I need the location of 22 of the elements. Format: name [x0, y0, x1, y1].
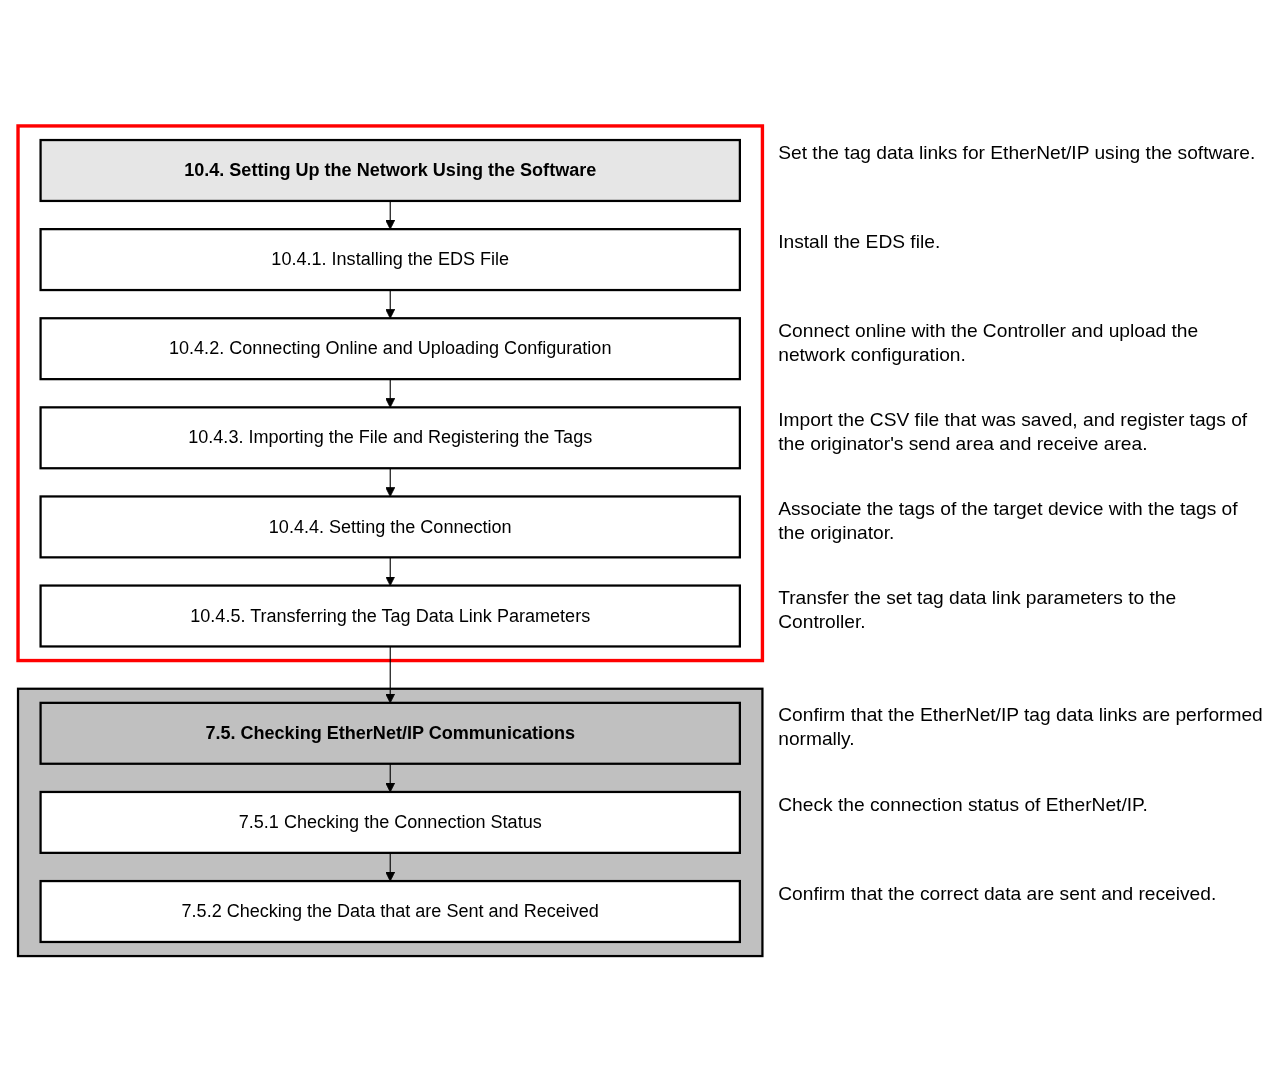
node-box: [39, 138, 741, 202]
node-box: [39, 701, 741, 765]
step-description: Transfer the set tag data link parameters to the Controller.: [778, 585, 1178, 633]
step-description: Confirm that the correct data are sent and received.: [778, 880, 1218, 905]
arrow: [385, 556, 396, 586]
arrow: [385, 645, 396, 703]
step-description: Connect online with the Controller and upload the network configuration.: [778, 317, 1200, 366]
step-description: Import the CSV file that was saved, and register tags of the originator's send area and receive area.: [778, 406, 1249, 455]
step-description: Confirm that the EtherNet/IP tag data links are performed normally.: [778, 702, 1264, 751]
cluster: [16, 123, 765, 662]
node-box: [39, 790, 741, 854]
node-box: [39, 583, 741, 648]
step-description: Check the connection status of EtherNet/IP.: [778, 791, 1149, 816]
node-box: [39, 405, 741, 469]
step-description: Associate the tags of the target device with the tags of the originator.: [778, 496, 1239, 544]
node-box: [39, 316, 741, 380]
step-description: Set the tag data links for EtherNet/IP using the software.: [778, 139, 1257, 164]
cluster: [16, 687, 764, 957]
node-box: [39, 494, 741, 558]
step-description: Install the EDS file.: [778, 228, 942, 253]
node-box: [39, 227, 741, 291]
node-box: [39, 879, 741, 943]
